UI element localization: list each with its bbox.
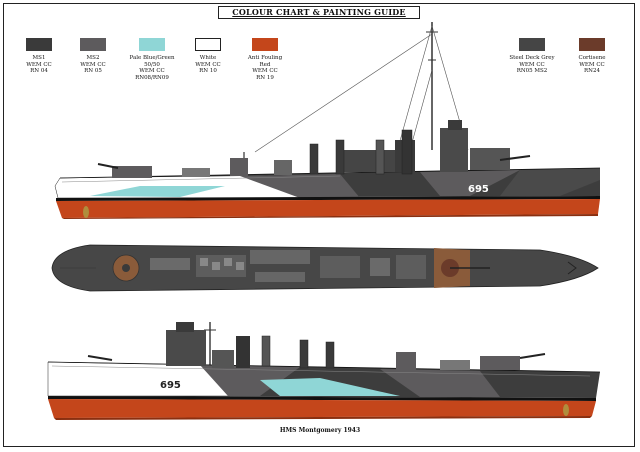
swatch-name: White [199,55,217,61]
swatch-color [252,38,278,51]
starboard-profile: 695 [54,22,601,219]
swatch-spec: WEM CC [195,61,221,68]
chart-frame [3,3,635,447]
swatch-ms1: MS1 WEM CC RN 04 [18,38,60,75]
hull-number-port: 695 [160,380,181,391]
swatch-anti-fouling-red: Anti Fouling Red WEM CC RN 19 [242,38,288,81]
swatch-spec: WEM CC [139,68,165,74]
swatch-white: White WEM CC RN 10 [186,38,230,75]
swatch-code: RN 10 [199,68,217,74]
swatch-color [519,38,545,51]
swatch-code: RN 19 [256,74,274,81]
port-profile: 695 [47,322,601,420]
swatch-spec: WEM CC [26,61,52,68]
swatch-spec: WEM CC [252,68,278,74]
swatch-spec: WEM CC [80,61,106,68]
swatch-name: Steel Deck Grey [509,55,555,61]
swatch-spec: WEM CC [519,61,545,68]
swatch-ms2: MS2 WEM CC RN 05 [72,38,114,75]
swatch-spec: WEM CC [579,61,605,68]
swatch-color [195,38,221,51]
swatch-color [579,38,605,51]
ship-caption: HMS Montgomery 1943 [279,427,361,434]
swatch-color [26,38,52,51]
swatch-code: RN 04 [30,68,48,74]
hull-number-starboard: 695 [468,184,489,195]
swatch-code: RN 05 [84,68,102,74]
swatch-pale-blue-green: Pale Blue/Green 50/50 WEM CC RN08/RN09 [124,38,180,81]
swatch-name: Anti Fouling [247,55,283,61]
swatch-cortisene: Cortisene WEM CC RN24 [570,38,614,75]
swatch-name: MS1 [32,55,46,61]
swatch-spec: 50/50 [144,61,160,68]
swatch-name: MS2 [86,55,100,61]
swatch-spec: Red [259,61,271,68]
swatch-code: RN08/RN09 [135,74,169,81]
page-title: COLOUR CHART & PAINTING GUIDE [218,6,420,19]
swatch-color [80,38,106,51]
swatch-color [139,38,165,51]
swatch-code: RN05 MS2 [516,68,548,74]
swatch-name: Cortisene [578,55,606,61]
plan-view [51,244,599,292]
swatch-code: RN24 [584,68,600,74]
swatch-steel-deck-grey: Steel Deck Grey WEM CC RN05 MS2 [508,38,556,75]
swatch-name: Pale Blue/Green [129,55,175,61]
